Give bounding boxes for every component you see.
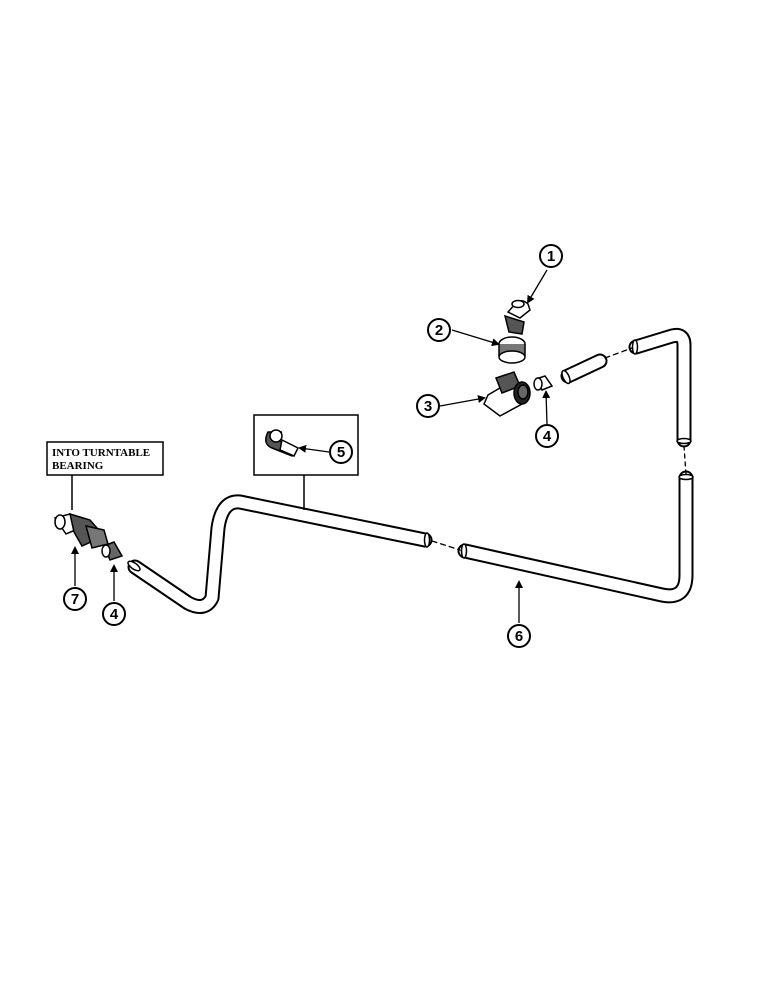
callout-7-number: 7 — [71, 591, 79, 608]
sleeve-bottom — [101, 541, 124, 561]
callout-1-number: 1 — [547, 248, 555, 265]
callout-4-top: 4 — [535, 424, 559, 448]
elbow-fitting — [483, 371, 531, 417]
callout-2: 2 — [427, 318, 451, 342]
clamp-part — [265, 429, 300, 457]
callout-3: 3 — [416, 394, 440, 418]
callout-3-number: 3 — [424, 398, 432, 415]
callout-4-bottom-number: 4 — [110, 606, 119, 623]
adapter-nut — [498, 336, 526, 364]
sleeve-top — [533, 375, 554, 391]
leader-lines — [71, 269, 551, 623]
note-box: INTO TURNTABLE BEARING — [46, 441, 164, 510]
callout-4-top-number: 4 — [543, 428, 552, 445]
tube-section-upper-right — [628, 327, 692, 448]
callout-4-bottom: 4 — [102, 602, 126, 626]
callout-6-number: 6 — [515, 628, 523, 645]
callout-5-number: 5 — [337, 444, 345, 461]
callout-6: 6 — [507, 624, 531, 648]
callout-7: 7 — [63, 587, 87, 611]
lubrication-tube — [127, 327, 694, 614]
note-box-line1: INTO TURNTABLE — [52, 447, 150, 459]
callout-5: 5 — [329, 440, 353, 464]
callout-1: 1 — [539, 244, 563, 268]
note-box-line2: BEARING — [52, 460, 104, 472]
grease-fitting — [503, 299, 531, 335]
callout-2-number: 2 — [435, 322, 443, 339]
turntable-connector — [53, 512, 109, 549]
